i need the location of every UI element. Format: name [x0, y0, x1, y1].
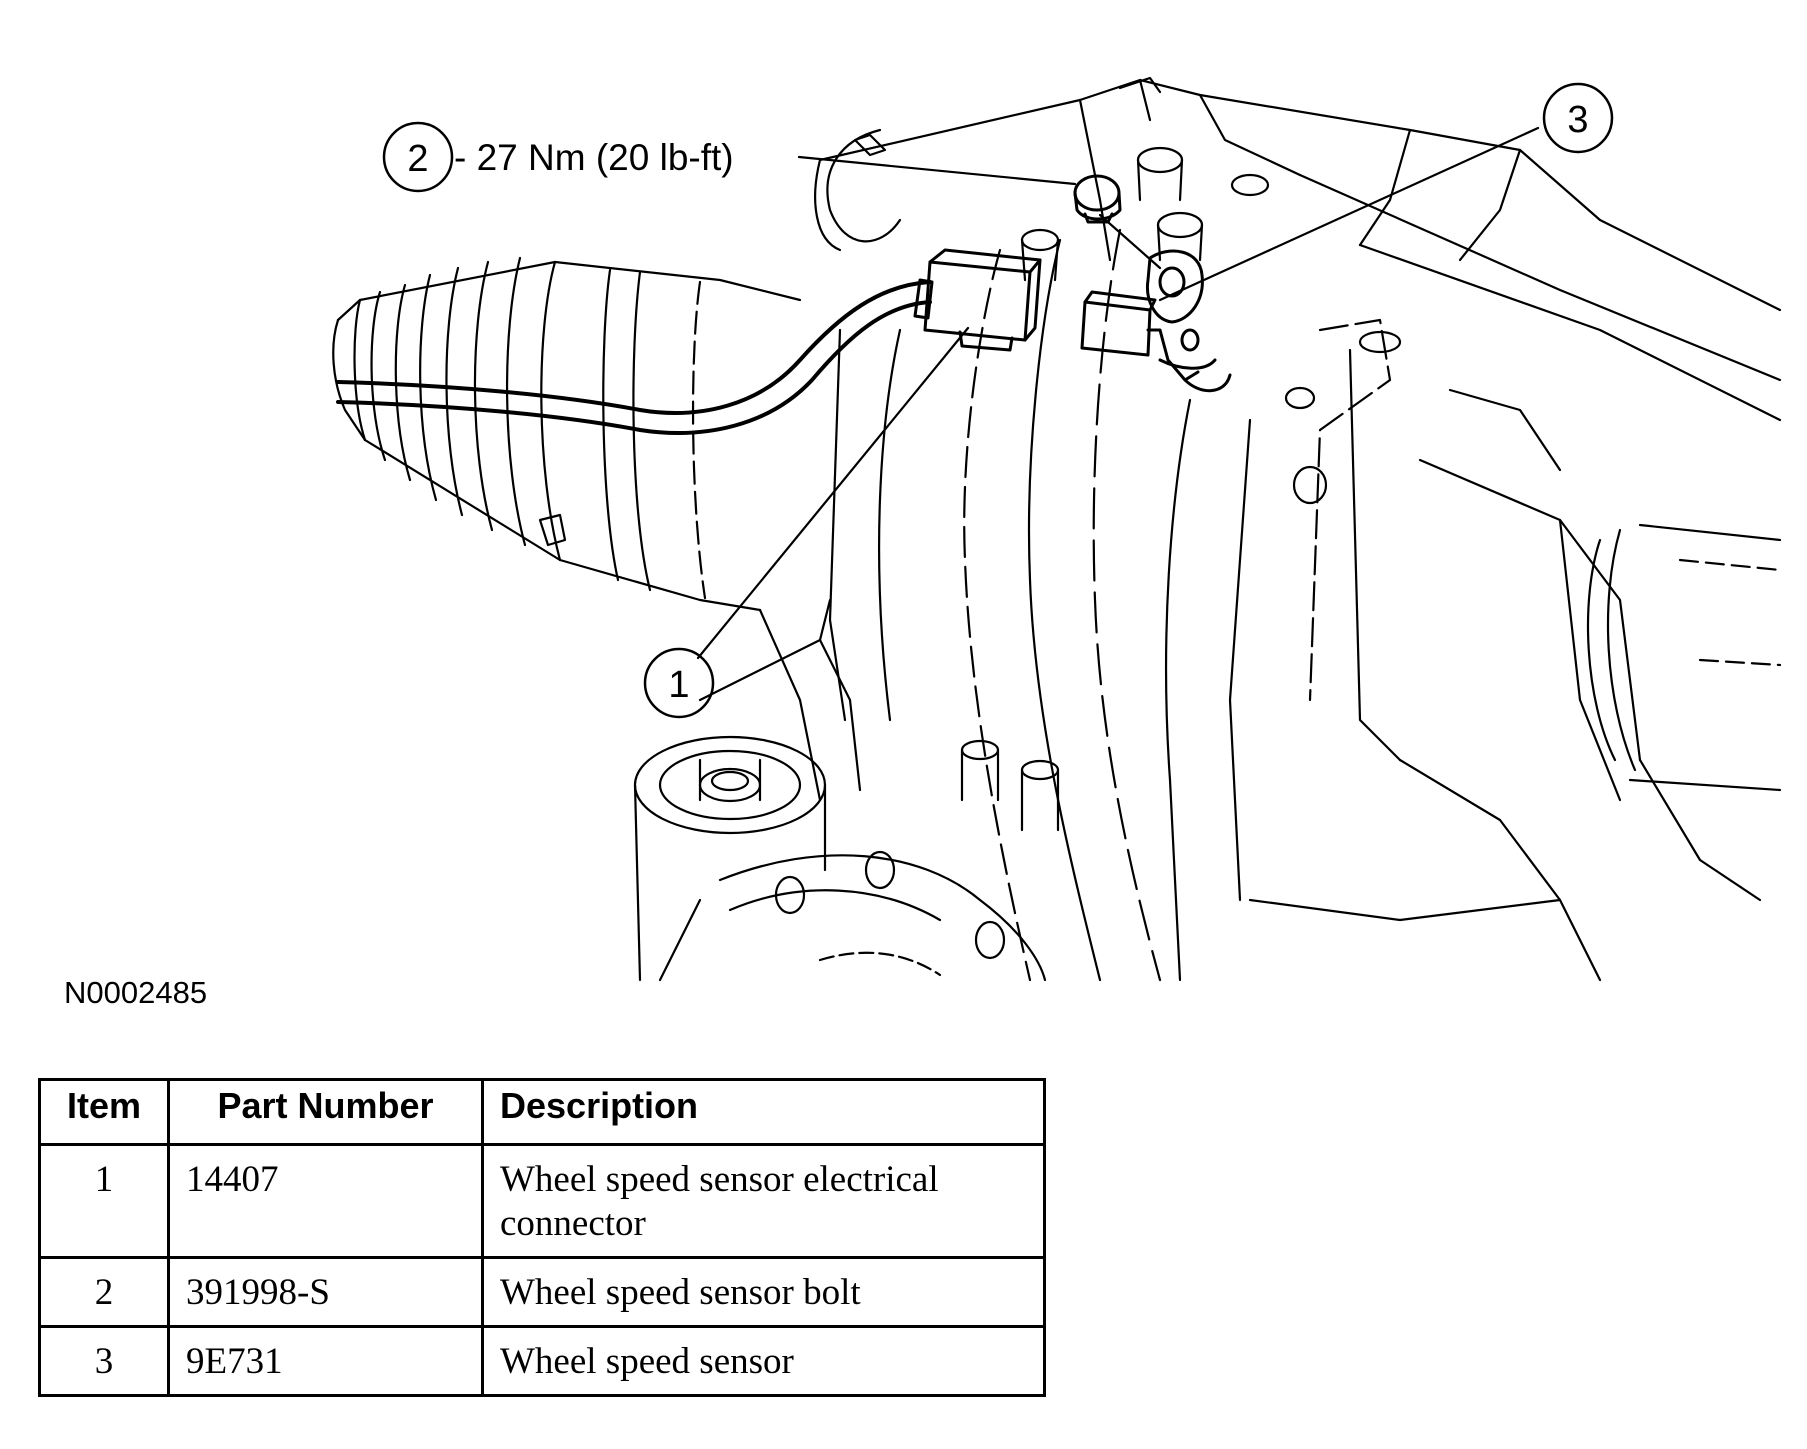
table-row: 2 391998-S Wheel speed sensor bolt	[38, 1256, 1046, 1328]
callout-2-label: 2	[407, 138, 428, 180]
right-axle-tube	[1586, 523, 1782, 792]
housing-bosses	[853, 76, 1402, 832]
callout-2: 2 - 27 Nm (20 lb-ft)	[382, 121, 734, 193]
leader-lines	[696, 126, 1540, 660]
row-item: 3	[38, 1325, 170, 1397]
header-part-number: Part Number	[167, 1078, 484, 1146]
axle-illustration: 1 2 - 27 Nm (20 lb-ft) 3	[332, 76, 1782, 982]
row-part-number: 14407	[167, 1143, 484, 1259]
sensor-harness	[336, 280, 932, 435]
row-description: Wheel speed sensor bolt	[481, 1256, 1046, 1328]
row-description: Wheel speed sensor	[481, 1325, 1046, 1397]
row-part-number: 391998-S	[167, 1256, 484, 1328]
table-row: 3 9E731 Wheel speed sensor	[38, 1325, 1046, 1397]
sensor-connector	[913, 248, 1042, 352]
callout-1: 1	[643, 647, 715, 719]
callout-3: 3	[1542, 82, 1614, 154]
parts-table: Item Part Number Description 1 14407 Whe…	[38, 1078, 1046, 1397]
parts-table-header: Item Part Number Description	[38, 1078, 1046, 1146]
figure-id: N0002485	[64, 975, 208, 1010]
sensor-bolt	[1073, 174, 1122, 224]
header-description: Description	[481, 1078, 1046, 1146]
differential-housing	[758, 78, 1782, 982]
row-item: 1	[38, 1143, 170, 1259]
wheel-speed-sensor	[1080, 249, 1232, 393]
torque-spec: - 27 Nm (20 lb-ft)	[454, 137, 734, 178]
axle-tube	[538, 260, 802, 612]
callout-3-label: 3	[1567, 99, 1588, 141]
table-row: 1 14407 Wheel speed sensor electrical co…	[38, 1143, 1046, 1259]
row-description: Wheel speed sensor electrical connector	[481, 1143, 1046, 1259]
callout-1-label: 1	[668, 664, 689, 706]
header-item: Item	[38, 1078, 170, 1146]
row-part-number: 9E731	[167, 1325, 484, 1397]
pinion-flange	[633, 598, 1047, 982]
row-item: 2	[38, 1256, 170, 1328]
